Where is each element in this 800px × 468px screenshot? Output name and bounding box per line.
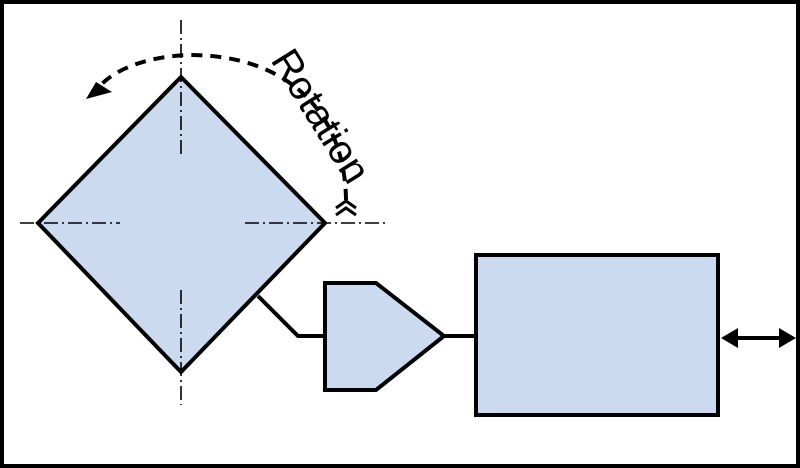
rotation-arc-path [96,52,348,201]
arrowhead-right [779,328,796,348]
amplifier-block [323,281,448,392]
bidirectional-arrow [721,328,796,348]
arc-arrowhead-left [86,82,112,99]
wire-diamond-to-amplifier [256,294,325,338]
arc-chevron-1 [335,199,357,210]
center-lines [20,20,385,405]
processing-block [474,253,720,417]
arrowhead-left [721,328,738,348]
arc-chevron-2 [335,206,357,217]
rotation-arc [86,52,357,217]
